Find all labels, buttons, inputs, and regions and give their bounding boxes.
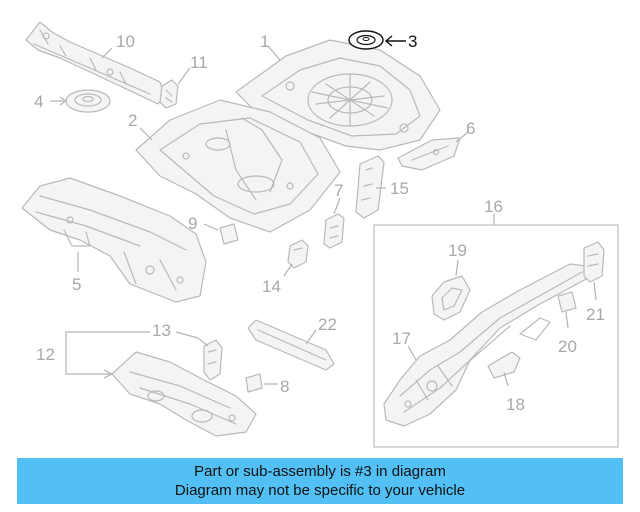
callout-15: 15 <box>390 179 409 198</box>
part-18-reinforcement[interactable] <box>487 317 551 379</box>
callout-11: 11 <box>190 53 208 72</box>
callout-9: 9 <box>188 214 197 233</box>
part-8-clip[interactable] <box>245 373 263 393</box>
callout-3: 3 <box>408 32 417 51</box>
part-21-bracket[interactable] <box>583 241 605 283</box>
info-banner: Part or sub-assembly is #3 in diagram Di… <box>17 458 623 504</box>
callout-19: 19 <box>448 241 467 260</box>
part-22-reinforcement-bar[interactable] <box>247 319 335 371</box>
callout-8: 8 <box>280 377 289 396</box>
part-11-bracket[interactable] <box>159 79 179 109</box>
part-10-cowl-panel[interactable] <box>25 21 166 105</box>
part-6-rear-panel[interactable] <box>397 137 461 171</box>
callout-20: 20 <box>558 337 577 356</box>
callout-16: 16 <box>484 197 503 216</box>
parts-diagram: 10 11 4 1 3 <box>21 21 619 448</box>
part-4-round-cover[interactable] <box>65 89 111 113</box>
callout-18: 18 <box>506 395 525 414</box>
callout-7: 7 <box>334 181 343 200</box>
part-7-bracket[interactable] <box>323 213 345 249</box>
banner-line-2: Diagram may not be specific to your vehi… <box>174 482 466 499</box>
callout-22: 22 <box>318 315 337 334</box>
callout-21: 21 <box>586 305 605 324</box>
part-13-bracket[interactable] <box>203 339 223 381</box>
part-9-clip[interactable] <box>219 223 239 245</box>
callout-12: 12 <box>36 345 55 364</box>
part-12-crossmember-assembly[interactable] <box>111 351 257 437</box>
callout-6: 6 <box>466 119 475 138</box>
part-15-reinforcement[interactable] <box>355 155 385 219</box>
callout-17: 17 <box>392 329 411 348</box>
callout-5: 5 <box>72 275 81 294</box>
callout-1: 1 <box>260 32 269 51</box>
part-20-bracket[interactable] <box>557 291 577 313</box>
part-5-crossmember[interactable] <box>21 177 207 303</box>
callout-14: 14 <box>262 277 281 296</box>
part-14-bracket[interactable] <box>287 239 309 269</box>
part-19-rear-pad[interactable] <box>431 275 471 321</box>
part-3-floor-plug[interactable] <box>348 30 384 50</box>
banner-line-1: Part or sub-assembly is #3 in diagram <box>194 463 446 480</box>
callout-2: 2 <box>128 111 137 130</box>
callout-13: 13 <box>152 321 171 340</box>
callout-10: 10 <box>116 32 135 51</box>
part-2-front-floor-pan[interactable] <box>135 99 341 233</box>
callout-4: 4 <box>34 92 43 111</box>
